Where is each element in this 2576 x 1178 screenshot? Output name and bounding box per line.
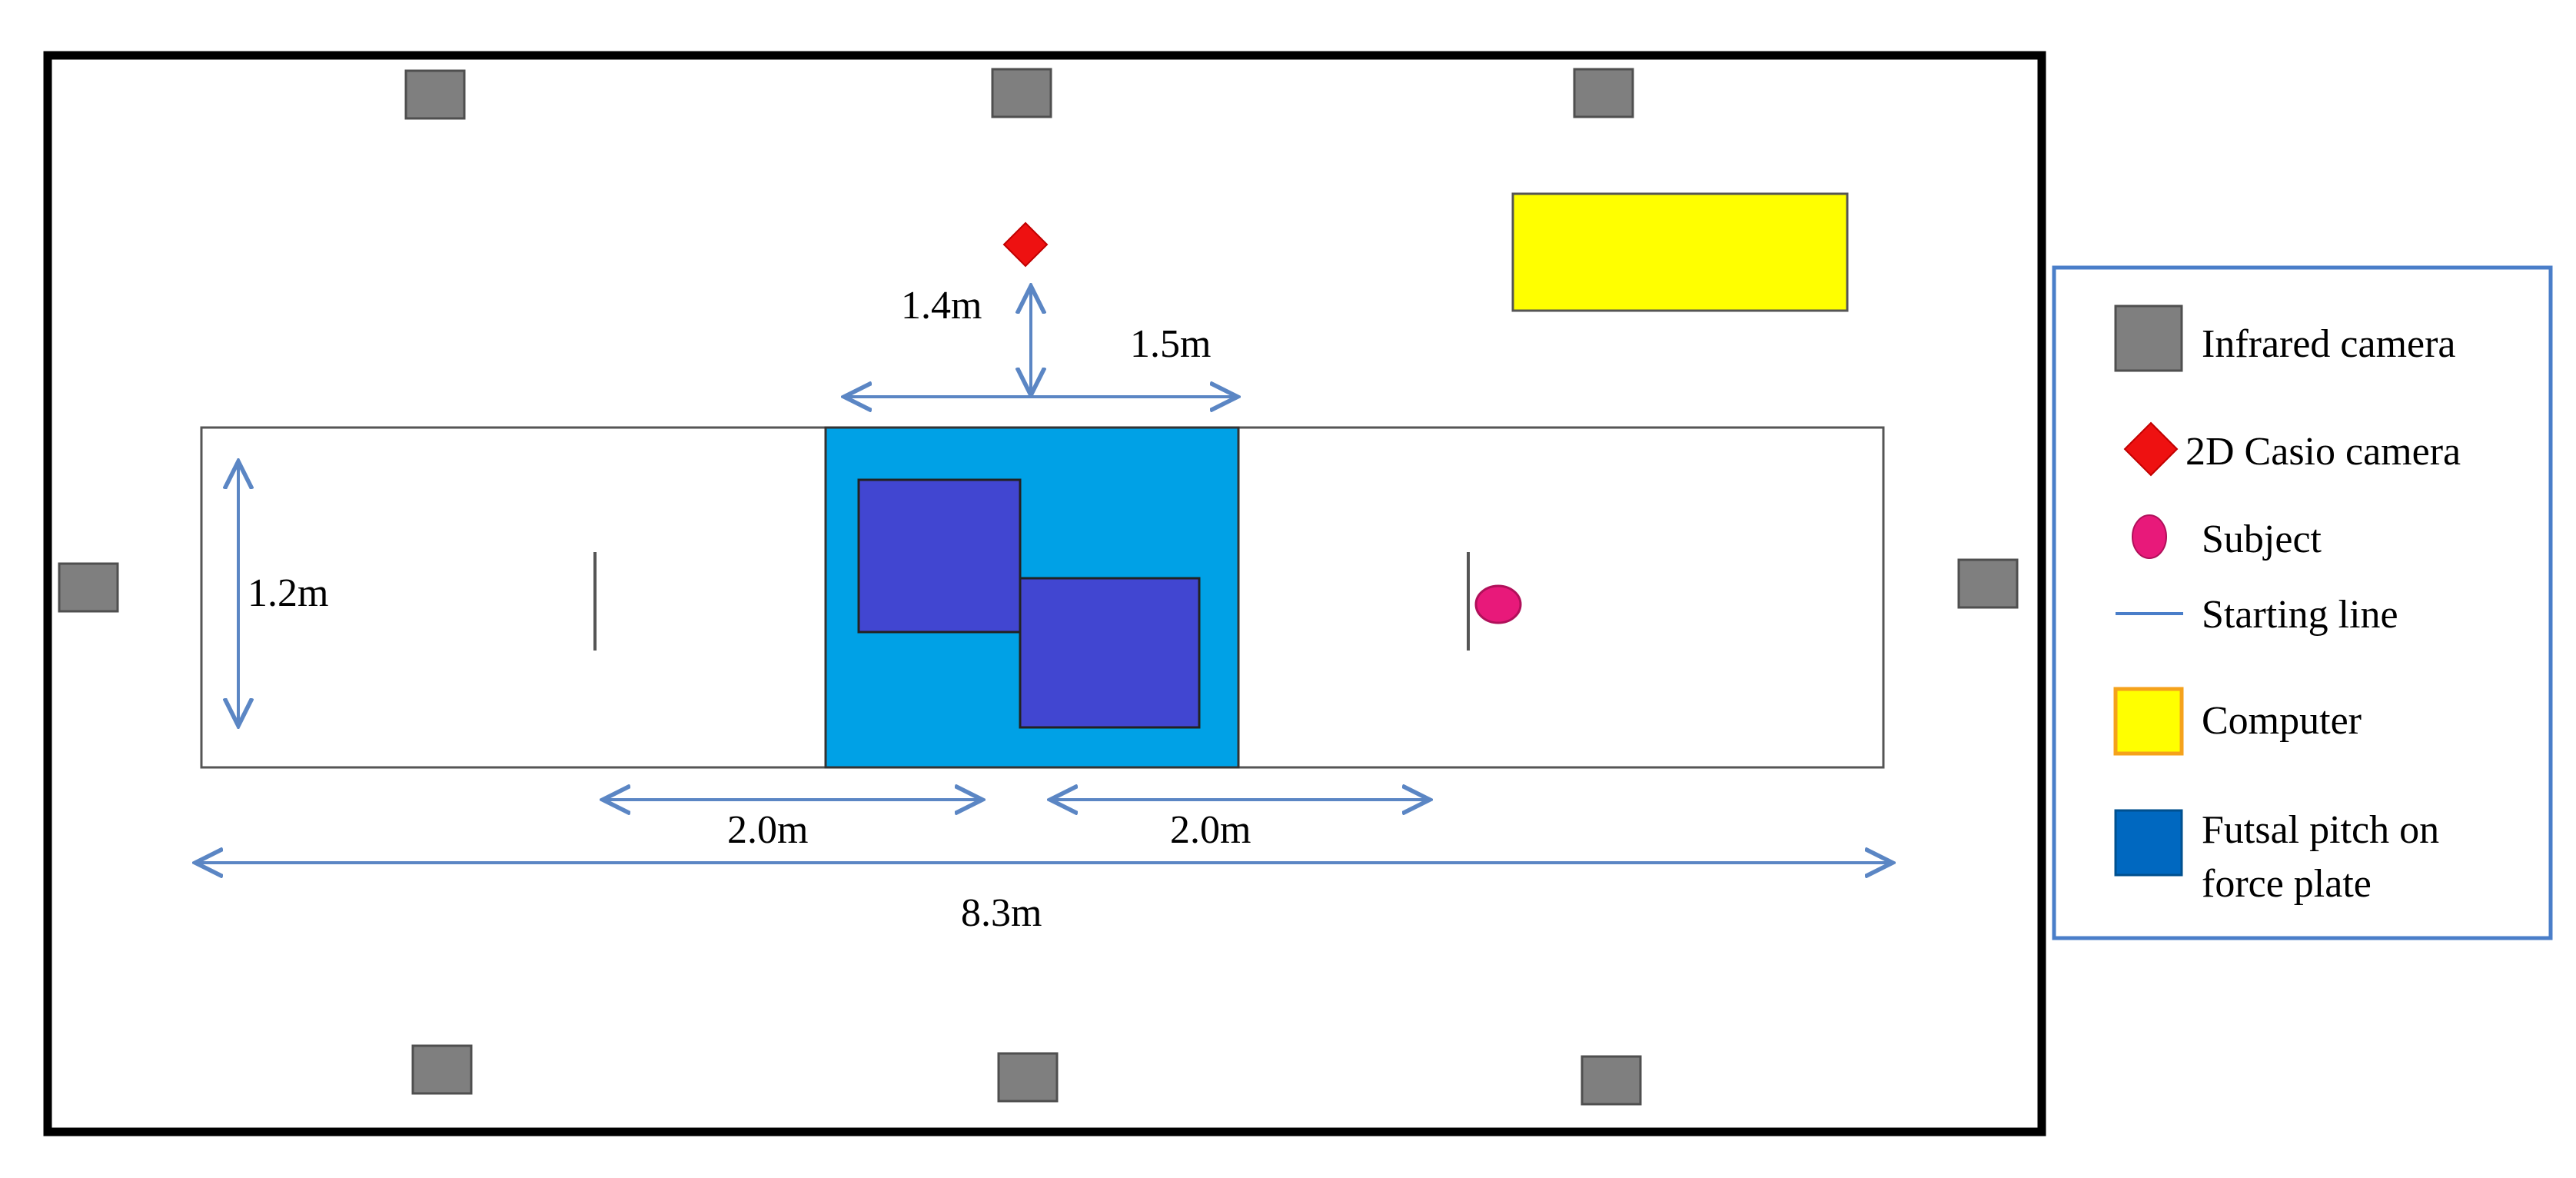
legend-subject-label: Subject (2202, 517, 2322, 561)
legend-computer-label: Computer (2202, 699, 2362, 743)
dimension-arrows (195, 286, 1893, 863)
right-distance-label: 2.0m (1170, 808, 1251, 852)
infrared-camera-icon (991, 68, 1052, 118)
infrared-camera-icon (404, 69, 466, 120)
legend-subject-icon (2132, 514, 2167, 559)
infrared-camera-icon (997, 1052, 1059, 1103)
legend-starting-line-label: Starting line (2202, 593, 2398, 637)
casio-camera-icon (1002, 221, 1049, 268)
runway-width-label: 1.2m (248, 571, 328, 615)
infrared-camera-icon (1581, 1055, 1642, 1106)
legend: Infrared camera 2D Casio camera Subject … (2052, 265, 2553, 940)
force-plate-square (857, 478, 1022, 634)
force-plate-square (1019, 577, 1201, 729)
computer-icon (1511, 192, 1849, 312)
legend-futsal-pitch-icon (2114, 809, 2183, 877)
infrared-camera-icon (1957, 558, 2019, 609)
total-length-label: 8.3m (961, 891, 1042, 935)
legend-futsal-pitch-label-line2: force plate (2202, 862, 2372, 906)
legend-infrared-camera-icon (2114, 304, 2183, 372)
infrared-camera-icon (1573, 68, 1634, 118)
left-distance-label: 2.0m (727, 808, 808, 852)
subject-marker (1474, 584, 1522, 624)
camera-offset-label: 1.4m (901, 284, 982, 328)
legend-casio-camera-icon (2123, 421, 2179, 477)
infrared-cameras (58, 68, 2019, 1106)
legend-futsal-pitch-label: Futsal pitch on (2202, 808, 2439, 852)
legend-infrared-camera-label: Infrared camera (2202, 322, 2456, 366)
legend-computer-icon (2113, 687, 2184, 756)
plate-width-label: 1.5m (1130, 322, 1211, 366)
infrared-camera-icon (58, 562, 119, 613)
infrared-camera-icon (411, 1044, 473, 1095)
legend-casio-camera-label: 2D Casio camera (2185, 430, 2461, 474)
